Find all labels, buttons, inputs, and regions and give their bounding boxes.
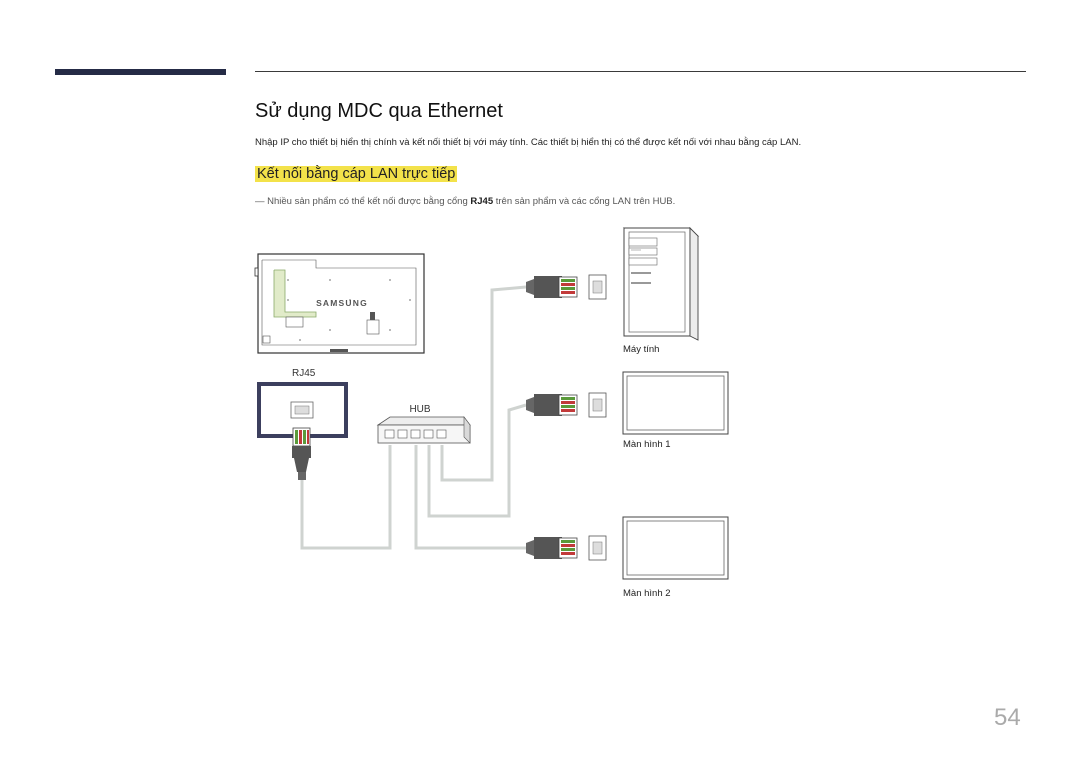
display-rj45-plug [292,427,311,480]
cable-display-to-hub [300,445,392,550]
rj45-label: RJ45 [292,368,316,379]
display2-icon [622,516,729,580]
intro-paragraph: Nhập IP cho thiết bị hiển thị chính và k… [255,137,802,148]
display1-rj45-plug [526,394,578,416]
hub-label: HUB [409,404,430,415]
section-subheading: Kết nối bằng cáp LAN trực tiếp [255,166,458,182]
pc-rj45-plug [526,276,578,298]
display1-icon [622,371,729,435]
display2-rj45-plug [526,537,578,559]
page-title: Sử dụng MDC qua Ethernet [255,100,503,122]
note-text-before: Nhiều sản phẩm có thể kết nối được bằng … [264,196,471,207]
pc-lan-port [588,274,607,300]
header-accent-bar [55,69,226,75]
lan-cables [300,285,527,550]
rj45-port-on-display [290,401,314,419]
pc-tower-icon [622,226,700,341]
cable-hub-to-display1 [427,403,527,518]
pc-label: Máy tính [623,344,659,355]
network-hub [376,416,471,444]
note-bold-rj45: RJ45 [470,196,494,207]
main-display-rear: SAMSUNG [254,253,425,354]
note-dash: ― [255,196,265,207]
display1-label: Màn hình 1 [623,439,671,450]
cable-hub-to-display2 [414,445,526,550]
page-number: 54 [994,704,1021,731]
note-text-after: trên sản phẩm và các cổng LAN trên HUB. [493,196,676,207]
note-paragraph: ― Nhiều sản phẩm có thể kết nối được bằn… [255,196,675,207]
display1-lan-port [588,392,607,418]
samsung-logo: SAMSUNG [316,298,368,308]
display2-lan-port [588,535,607,561]
cable-hub-to-pc [440,285,527,482]
display2-label: Màn hình 2 [623,588,671,599]
header-rule [255,71,1026,72]
